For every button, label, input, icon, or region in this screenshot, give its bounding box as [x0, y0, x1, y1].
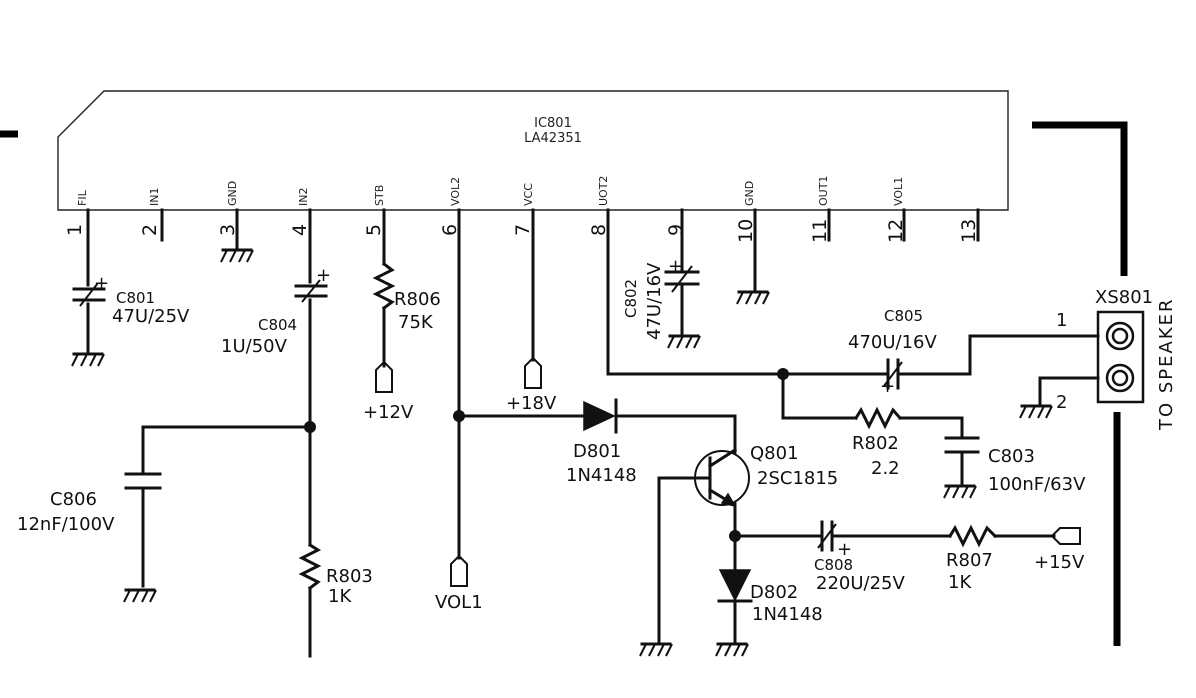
r807-ref: R807: [946, 550, 993, 571]
net-pin10-gnd: [735, 208, 771, 306]
ic-ic801: IC801 LA42351 FIL IN1 GND IN2 STB VOL2 V…: [57, 90, 1009, 243]
c804-ref: C804: [258, 316, 297, 334]
pin-num-1: 1: [64, 224, 86, 236]
pin-name-1: FIL: [76, 189, 89, 206]
r803-resistor: [298, 542, 322, 591]
c802-ref: C802: [622, 279, 640, 318]
pin-num-3: 3: [217, 224, 239, 236]
heavy-border-top: [1032, 121, 1128, 276]
xs801-ref: XS801: [1095, 287, 1153, 308]
xs801-pin1: 1: [1056, 310, 1067, 331]
xs801-pin2: 2: [1056, 392, 1067, 413]
label-18v: +18V: [506, 393, 557, 414]
r806-ref: R806: [394, 289, 441, 310]
c802-value: 47U/16V: [644, 262, 665, 340]
c805-ref: C805: [884, 307, 923, 325]
c808-ref: C808: [814, 556, 853, 574]
net-pin9: + C802 47U/16V: [622, 208, 702, 350]
r802-value: 2.2: [871, 458, 900, 479]
net-pin5: R806 75K +12V: [363, 208, 441, 423]
net-pin1-c801: + C801 47U/25V: [70, 208, 190, 368]
pin-name-10: GND: [743, 181, 756, 206]
ic-ref: IC801: [534, 116, 572, 131]
pin-num-5: 5: [363, 224, 385, 236]
r806-resistor: [372, 261, 396, 311]
pin-num-12: 12: [885, 219, 907, 243]
pin-name-8: UOT2: [597, 176, 610, 206]
d802-value: 1N4148: [752, 604, 823, 625]
pin-name-2: IN1: [148, 188, 161, 206]
net-pin4: + C804 1U/50V R803 1K C806 12nF/100V: [17, 208, 373, 658]
r803-ref: R803: [326, 566, 373, 587]
r802-ref: R802: [852, 433, 899, 454]
terminal-12v: [375, 360, 393, 393]
pin-name-6: VOL2: [449, 177, 462, 206]
c803-ref: C803: [988, 446, 1035, 467]
c808-value: 220U/25V: [816, 573, 906, 594]
c801-plus: +: [94, 273, 109, 294]
ic-part: LA42351: [524, 131, 582, 146]
d801-diode: D801 1N4148: [566, 398, 737, 486]
d802-ref: D802: [750, 582, 798, 603]
r802-resistor: [853, 406, 903, 430]
label-12v: +12V: [363, 402, 414, 423]
pin-num-9: 9: [665, 224, 687, 236]
pin-num-13: 13: [958, 219, 980, 243]
r807-value: 1K: [948, 572, 972, 593]
to-speaker-label: TO SPEAKER: [1156, 297, 1177, 431]
terminal-15v: [1050, 527, 1081, 545]
c805-value: 470U/16V: [848, 332, 938, 353]
c803-value: 100nF/63V: [988, 474, 1086, 495]
c801-value: 47U/25V: [112, 306, 190, 327]
d801-ref: D801: [573, 441, 621, 462]
c804-value: 1U/50V: [221, 336, 288, 357]
label-15v: +15V: [1034, 552, 1085, 573]
pin-name-5: STB: [373, 185, 386, 206]
pin-num-6: 6: [439, 224, 461, 236]
q801-ref: Q801: [750, 443, 799, 464]
xs801-connector: XS801 1 2 TO SPEAKER: [1018, 287, 1177, 431]
pin-name-3: GND: [226, 181, 239, 206]
pin-name-11: OUT1: [817, 176, 830, 206]
c802-plus: +: [668, 256, 683, 277]
c805-plus: +: [880, 376, 895, 397]
pin-num-4: 4: [289, 224, 311, 236]
terminal-vol1: [450, 554, 468, 587]
net-pin7: +18V: [506, 208, 557, 414]
q801-value: 2SC1815: [757, 468, 838, 489]
d801-value: 1N4148: [566, 465, 637, 486]
pin-num-2: 2: [139, 224, 161, 236]
pin-name-12: VOL1: [892, 177, 905, 206]
pin-num-11: 11: [809, 219, 831, 243]
c804-plus: +: [316, 265, 331, 286]
label-vol1: VOL1: [435, 592, 483, 613]
net-15v: + C808 220U/25V R807 1K +15V: [733, 520, 1085, 594]
r803-value: 1K: [328, 586, 352, 607]
c806-ref: C806: [50, 489, 97, 510]
r806-value: 75K: [398, 312, 434, 333]
net-pin8: + C805 470U/16V R802 2.2 C803 100nF/63V: [606, 208, 1100, 500]
pin-name-7: VCC: [522, 183, 535, 206]
pin-num-8: 8: [588, 224, 610, 236]
c806-value: 12nF/100V: [17, 514, 115, 535]
c801-ref: C801: [116, 289, 155, 307]
r807-resistor: [947, 524, 998, 548]
pin-num-10: 10: [735, 219, 757, 243]
pin-name-4: IN2: [297, 188, 310, 206]
q801-transistor: Q801 2SC1815: [638, 414, 838, 658]
ground-symbol: [70, 352, 106, 368]
pin-num-7: 7: [512, 224, 534, 236]
net-pin6: VOL1: [435, 208, 586, 613]
terminal-18v: [524, 356, 542, 389]
c808-plus: +: [837, 539, 852, 560]
net-pin3-gnd: [219, 208, 255, 264]
d802-diode: D802 1N4148: [714, 569, 823, 658]
